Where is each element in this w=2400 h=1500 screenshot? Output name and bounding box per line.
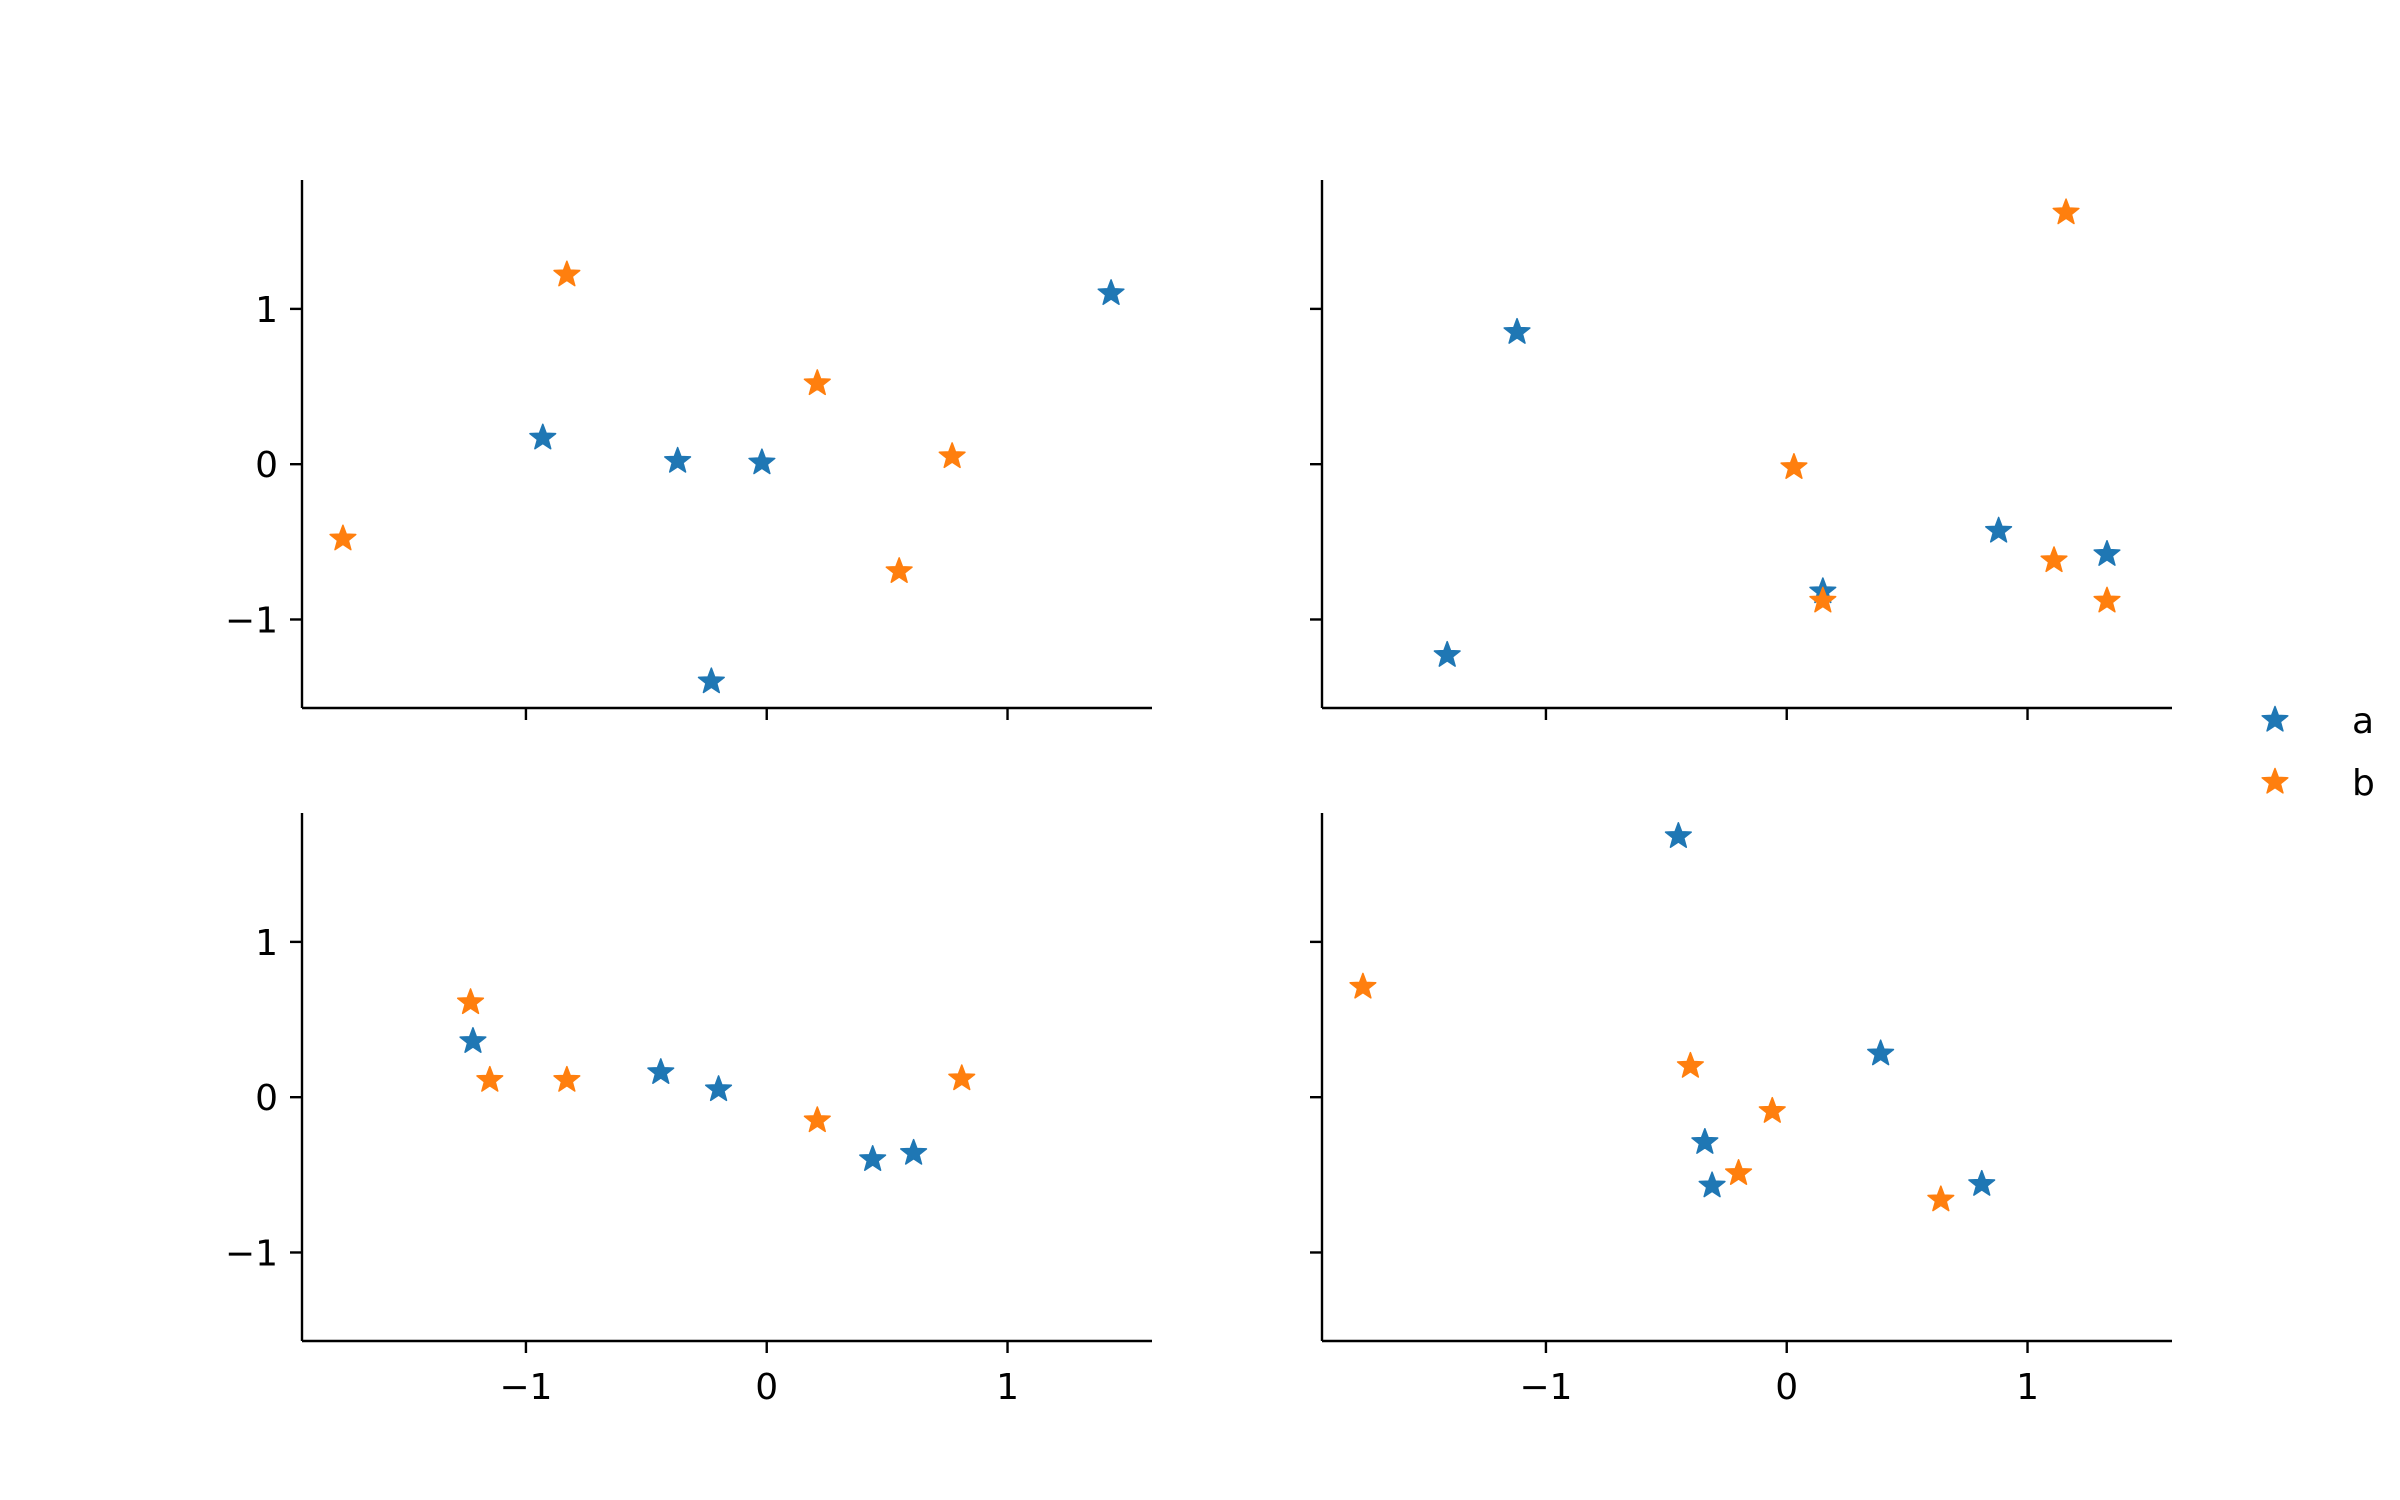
x-tick-label: −1	[1519, 1367, 1572, 1408]
data-point-b	[2093, 586, 2121, 613]
data-point-a	[1097, 279, 1125, 306]
data-point-b	[1724, 1159, 1753, 1185]
data-point-b	[1349, 972, 1377, 999]
data-point-a	[697, 667, 725, 694]
data-point-b	[553, 260, 581, 287]
subplot-bottom-left: −1 0 1 −1 0 1	[225, 813, 1152, 1408]
data-point-a	[1985, 516, 2013, 543]
data-point-b	[1780, 453, 1808, 479]
y-tick-label: 0	[255, 1078, 278, 1119]
y-tick-label: −1	[225, 1233, 278, 1274]
data-point-a	[900, 1138, 928, 1165]
data-point-a	[704, 1075, 733, 1102]
data-point-a	[1664, 822, 1692, 848]
legend-label-b: b	[2352, 763, 2375, 804]
legend-label-a: a	[2352, 701, 2374, 742]
legend-marker-b	[2261, 767, 2289, 794]
x-tick-label: 0	[755, 1367, 778, 1408]
data-point-b	[1758, 1096, 1786, 1123]
data-point-a	[1691, 1127, 1719, 1154]
data-point-a	[2093, 540, 2121, 566]
legend-marker-a	[2261, 705, 2289, 732]
data-point-a	[459, 1027, 487, 1053]
x-tick-label: 1	[2016, 1367, 2039, 1408]
data-point-b	[329, 524, 357, 551]
data-point-b	[1927, 1185, 1955, 1212]
data-point-b	[2040, 546, 2068, 573]
data-point-b	[456, 988, 485, 1015]
data-point-a	[1503, 317, 1531, 344]
data-point-b	[948, 1064, 976, 1091]
data-point-a	[647, 1058, 675, 1085]
subplot-bottom-right: −1 0 1	[1310, 813, 2172, 1408]
data-point-a	[1867, 1039, 1895, 1066]
subplot-top-right	[1310, 180, 2172, 720]
data-point-a	[859, 1145, 887, 1171]
subplot-top-left: −1 0 1	[225, 180, 1152, 720]
y-tick-label: 1	[255, 923, 278, 964]
x-tick-label: 1	[996, 1367, 1019, 1408]
data-point-a	[1968, 1169, 1996, 1196]
data-point-b	[938, 442, 966, 469]
data-point-a	[1433, 640, 1461, 667]
x-tick-label: 0	[1775, 1367, 1798, 1408]
y-tick-label: −1	[225, 600, 278, 641]
y-tick-label: 0	[255, 445, 278, 486]
data-point-b	[1676, 1051, 1704, 1078]
data-point-b	[885, 557, 913, 584]
data-point-b	[2052, 198, 2080, 225]
data-point-a	[664, 446, 692, 473]
data-point-b	[803, 369, 831, 396]
y-tick-label: 1	[255, 290, 278, 331]
data-point-a	[748, 448, 776, 475]
legend: ab	[2261, 701, 2375, 804]
data-point-a	[1698, 1171, 1726, 1198]
x-tick-label: −1	[499, 1367, 552, 1408]
data-point-b	[553, 1065, 581, 1092]
data-point-b	[476, 1065, 504, 1092]
data-point-a	[529, 423, 557, 450]
data-point-b	[803, 1106, 831, 1133]
data-point-b	[1809, 586, 1837, 613]
